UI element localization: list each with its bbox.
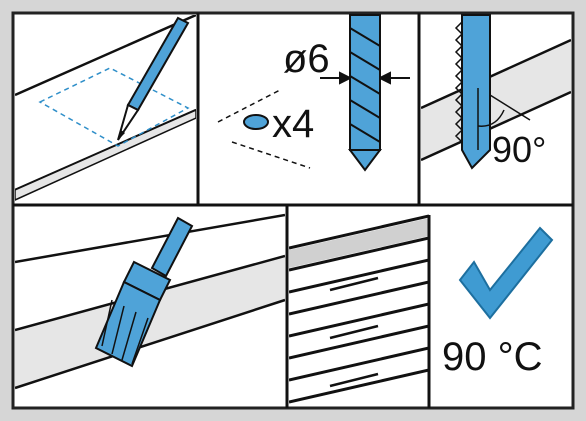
hole-count-label: x4 (272, 102, 314, 146)
pencil-icon (117, 16, 190, 141)
jigsaw-blade-icon (454, 14, 491, 170)
board-edge-top (15, 213, 285, 264)
panel-marking (15, 15, 196, 201)
panel-sawing: 90° (421, 14, 571, 170)
board-edge-bottom (15, 298, 285, 390)
panel-sealing (15, 213, 285, 390)
board-edge-top (421, 38, 571, 110)
hole-guide-line-a (217, 89, 281, 123)
angle-label: 90° (492, 129, 546, 170)
brush-icon (94, 216, 194, 368)
checkmark-icon (458, 226, 554, 320)
board-side (421, 40, 571, 160)
diameter-label: ø6 (283, 37, 330, 81)
board-edge-bottom (421, 90, 571, 162)
cut-outline-guide (38, 67, 190, 147)
panel-heat: 90 °C (289, 214, 554, 408)
worktop-stack (289, 214, 429, 404)
panel-drilling: x4 ø6 (217, 14, 410, 172)
hole-guide-line-b (231, 141, 311, 169)
diameter-arrows (320, 71, 410, 85)
board-edge-top (15, 15, 196, 97)
drill-hole-marker (243, 114, 269, 130)
temperature-label: 90 °C (442, 335, 543, 379)
drill-bit-icon (348, 14, 382, 172)
panel-dividers (13, 13, 573, 408)
right-angle-indicator (477, 88, 531, 150)
